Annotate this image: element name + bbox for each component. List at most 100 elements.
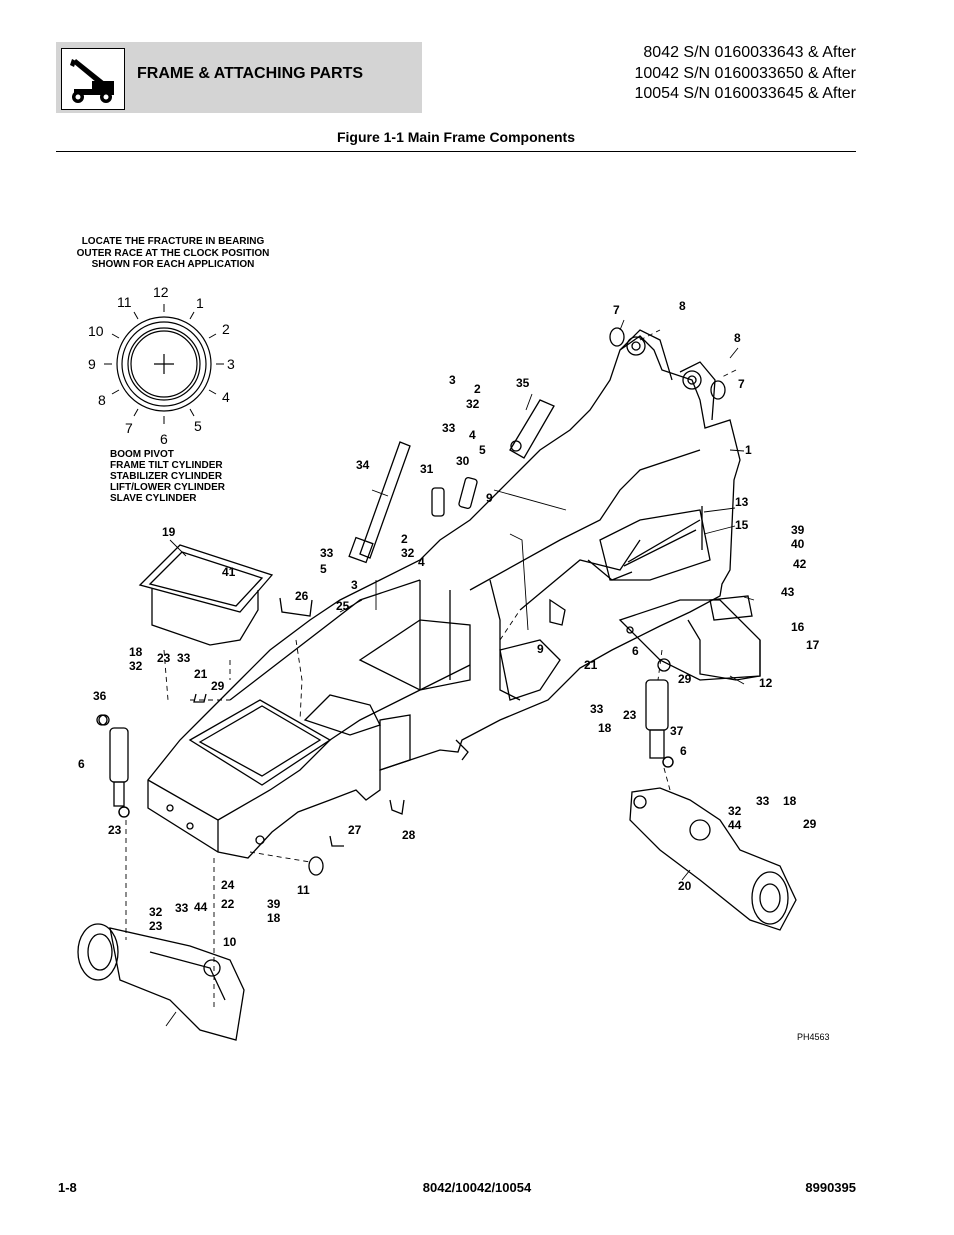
bracket-27 — [389, 799, 405, 815]
part-callout: 19 — [162, 525, 176, 539]
counterweight-block-19 — [138, 544, 274, 646]
part-callout: 23 — [157, 651, 171, 665]
clock-number: 2 — [222, 321, 230, 337]
clock-number: 5 — [194, 418, 202, 434]
part-callout: 31 — [420, 462, 434, 476]
part-callout: 30 — [456, 454, 470, 468]
part-callout: 23 — [623, 708, 637, 722]
part-callout: 6 — [680, 744, 687, 758]
part-callout: 27 — [348, 823, 362, 837]
stabilizer-cylinder-36 — [96, 714, 130, 818]
part-callout: 10 — [223, 935, 237, 949]
document-number: 8990395 — [805, 1180, 856, 1195]
part-callout: 33 — [756, 794, 770, 808]
part-callout: 34 — [356, 458, 370, 472]
clock-number: 11 — [117, 294, 132, 310]
part-callout: 2 — [401, 532, 408, 546]
bearing-applications: BOOM PIVOT FRAME TILT CYLINDER STABILIZE… — [110, 449, 225, 504]
nut-7 — [609, 327, 726, 400]
part-callout: 1 — [745, 443, 752, 457]
part-callout: 6 — [632, 644, 639, 658]
clock-number: 1 — [196, 295, 204, 311]
part-callout: 5 — [479, 443, 486, 457]
assembly-dashed-lines — [125, 329, 737, 1010]
bearing-note-line: OUTER RACE AT THE CLOCK POSITION — [76, 247, 270, 259]
part-callout: 23 — [108, 823, 122, 837]
part-callout: 12 — [759, 676, 773, 690]
clock-number: 3 — [227, 356, 235, 372]
serial-line: 8042 S/N 0160033643 & After — [643, 44, 856, 61]
part-callout: 20 — [678, 879, 692, 893]
bracket-26 — [279, 597, 313, 617]
part-callout: 32 — [129, 659, 143, 673]
clock-number: 10 — [88, 323, 104, 339]
part-callout: 7 — [738, 377, 745, 391]
clock-number: 7 — [125, 420, 133, 436]
clock-number: 9 — [88, 356, 96, 372]
part-callout: 4 — [418, 555, 425, 569]
plate-43 — [709, 595, 753, 621]
part-callout: 32 — [401, 546, 415, 560]
application-item: SLAVE CYLINDER — [110, 493, 197, 504]
part-callout: 44 — [728, 818, 742, 832]
part-callout: 29 — [678, 672, 692, 686]
bearing-note-line: SHOWN FOR EACH APPLICATION — [91, 259, 255, 270]
part-callout: 32 — [728, 804, 742, 818]
part-callout: 29 — [211, 679, 225, 693]
part-callout: 18 — [783, 794, 797, 808]
bearing-note-line: LOCATE THE FRACTURE IN BEARING — [81, 236, 265, 247]
part-callout: 17 — [806, 638, 820, 652]
part-callout: 18 — [598, 721, 612, 735]
part-callout: 6 — [78, 757, 85, 771]
part-callout: 24 — [221, 878, 235, 892]
drawing-number: PH4563 — [797, 1032, 830, 1042]
washer-28 — [308, 856, 324, 876]
leader-lines — [165, 319, 755, 1027]
part-callout: 13 — [735, 495, 749, 509]
part-callout: 21 — [584, 658, 598, 672]
part-callout: 36 — [93, 689, 107, 703]
part-callout: 25 — [336, 599, 350, 613]
part-callout: 44 — [194, 900, 208, 914]
clock-number: 6 — [160, 431, 168, 447]
frame-tilt-cylinder-34 — [348, 441, 411, 564]
part-callout: 8 — [679, 299, 686, 313]
page-number: 1-8 — [58, 1180, 77, 1195]
rear-axle-10 — [77, 923, 245, 1041]
part-callout: 42 — [793, 557, 807, 571]
clock-number: 12 — [153, 284, 169, 300]
part-callout: 33 — [177, 651, 191, 665]
part-callout: 35 — [516, 376, 530, 390]
part-callout: 9 — [537, 642, 544, 656]
rod-13-15 — [623, 506, 703, 567]
part-callout: 43 — [781, 585, 795, 599]
part-callout: 8 — [734, 331, 741, 345]
part-callout: 33 — [175, 901, 189, 915]
main-frame-outline — [147, 329, 761, 859]
part-callout: 32 — [149, 905, 163, 919]
part-callout: 39 — [267, 897, 281, 911]
part-callout: 4 — [469, 428, 476, 442]
part-callout: 32 — [466, 397, 480, 411]
part-callout: 16 — [791, 620, 805, 634]
part-callout: 29 — [803, 817, 817, 831]
bearing-clock-diagram — [104, 304, 224, 424]
application-item: FRAME TILT CYLINDER — [110, 460, 223, 471]
bracket-29-rear — [193, 693, 207, 703]
part-callout: 5 — [320, 562, 327, 576]
part-callout: 23 — [149, 919, 163, 933]
cylinder-35 — [509, 399, 555, 459]
application-item: STABILIZER CYLINDER — [110, 471, 223, 482]
part-callout: 3 — [449, 373, 456, 387]
application-item: LIFT/LOWER CYLINDER — [110, 482, 225, 493]
part-callout: 33 — [590, 702, 604, 716]
serial-line: 10042 S/N 0160033650 & After — [634, 64, 856, 82]
fastener-6 — [98, 714, 674, 818]
part-callout: 7 — [613, 303, 620, 317]
clock-number: 4 — [222, 389, 230, 405]
part-callout: 26 — [295, 589, 309, 603]
part-callout: 40 — [791, 537, 805, 551]
part-callout: 2 — [474, 382, 481, 396]
part-callout: 21 — [194, 667, 208, 681]
part-callout: 15 — [735, 518, 749, 532]
